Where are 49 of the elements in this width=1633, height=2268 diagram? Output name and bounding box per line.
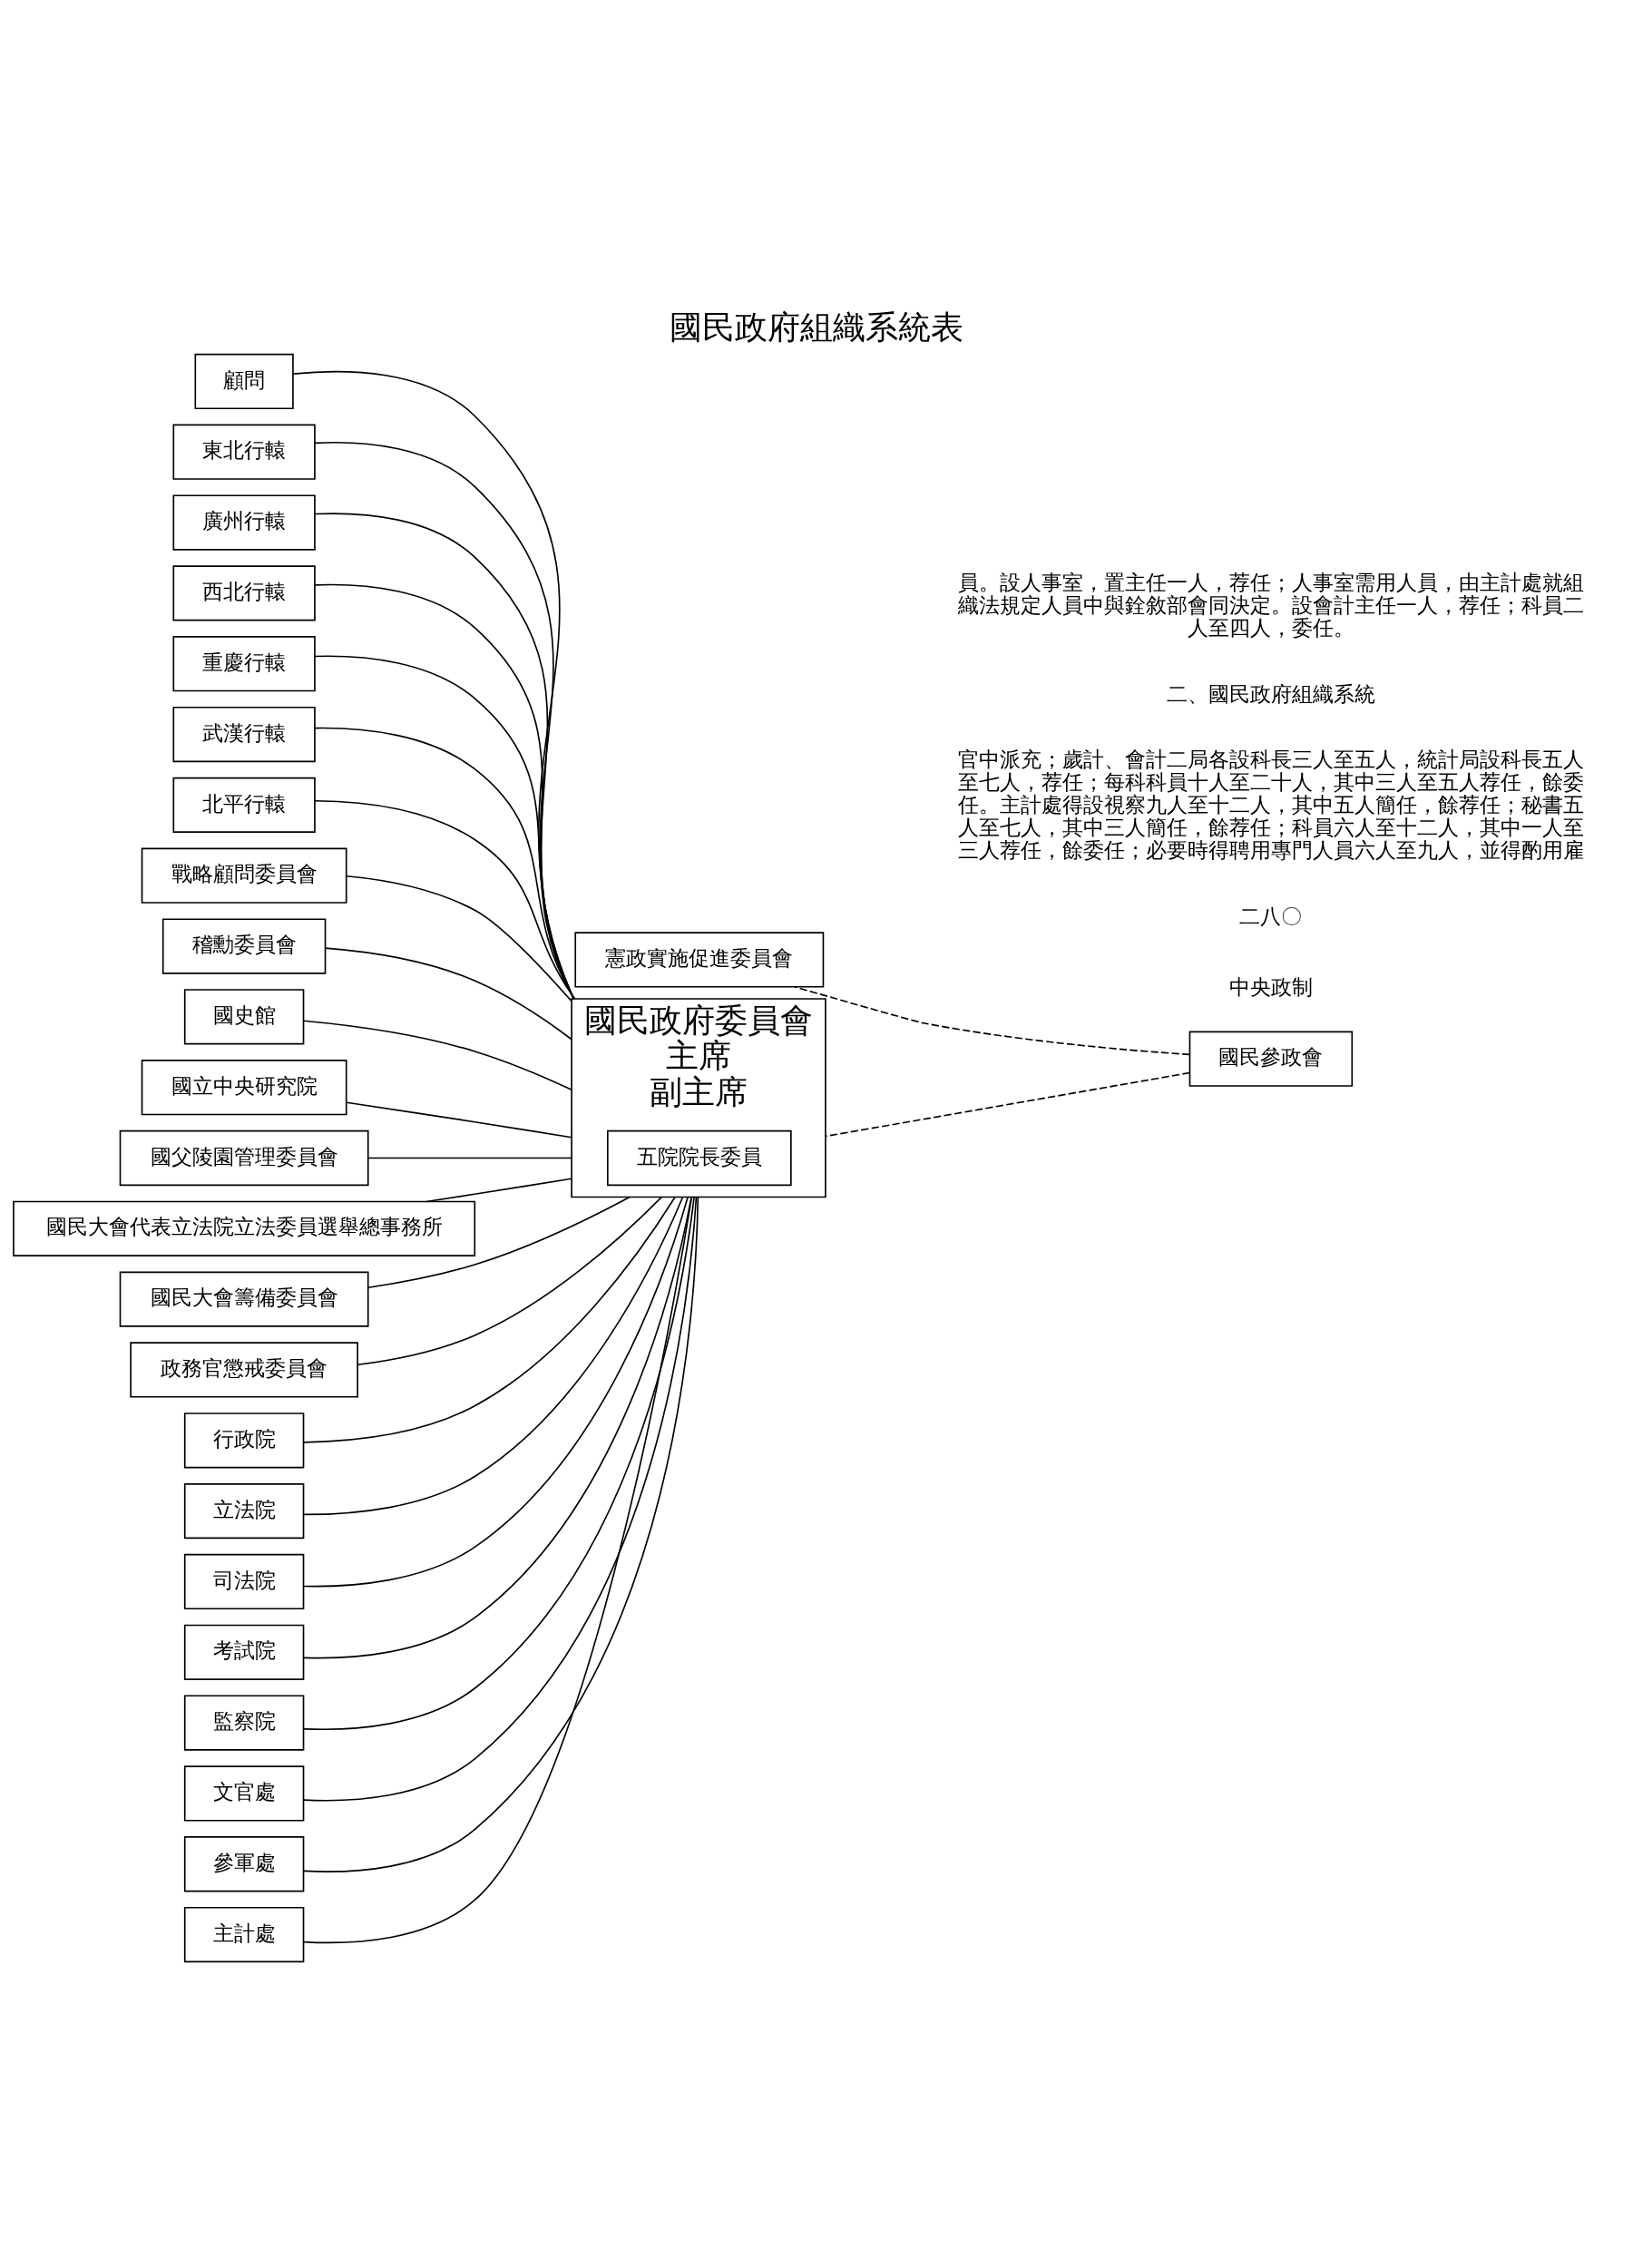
node-box: 重慶行轅	[172, 636, 316, 692]
node-box: 顧問	[194, 353, 294, 410]
node-box: 國立中央研究院	[141, 1060, 347, 1116]
node-box: 國民大會籌備委員會	[119, 1271, 369, 1327]
connector	[367, 1196, 631, 1289]
label: 中央政制	[1228, 973, 1313, 999]
node-box: 廣州行轅	[172, 494, 316, 551]
node-box: 監察院	[183, 1695, 305, 1751]
node-box: 北平行轅	[172, 777, 316, 833]
connector	[302, 1020, 572, 1091]
node-box: 主計處	[183, 1906, 305, 1963]
connector	[425, 1178, 572, 1203]
node-box: 東北行轅	[172, 424, 316, 480]
node-box: 國父陵園管理委員會	[119, 1129, 369, 1187]
connector	[303, 1196, 689, 1588]
node-box: 立法院	[183, 1483, 305, 1540]
node-box: 武漢行轅	[172, 706, 316, 763]
connector	[292, 370, 575, 1000]
node-box: 考試院	[183, 1624, 305, 1680]
connector	[346, 875, 572, 1002]
label: 二八〇	[1239, 903, 1303, 928]
diagram-title: 國民政府組織系統表	[670, 308, 963, 347]
node-box: 參軍處	[183, 1836, 305, 1892]
connector	[324, 947, 572, 1041]
node-box: 文官處	[183, 1765, 305, 1822]
node-box: 行政院	[183, 1413, 305, 1469]
connector	[367, 1157, 572, 1159]
connector	[314, 799, 576, 1000]
label: 官中派充；歲計、會計二局各設科長三人至五人，統計局設科長五人至七人，荐任；每科科員十人至二十人，其中三人至五人荐任，餘委任。主計處得設視察九人至十二人，其中五人簡任，餘荐任；秘書五人至七人，其中三人簡任，餘荐任；科員六人至十二人，其中一人至三人荐任，餘委任；必要時得聘用專門人員六人至九人，並得酌用雇	[957, 747, 1584, 862]
connector	[314, 727, 575, 1000]
node-box: 稽勳委員會	[161, 918, 327, 974]
node-box: 司法院	[183, 1553, 305, 1610]
connector	[825, 1071, 1191, 1138]
node-box: 五院院長委員	[607, 1129, 792, 1187]
node-box: 國史館	[183, 989, 305, 1045]
connector	[346, 1101, 572, 1139]
connector	[302, 1196, 676, 1443]
node-box: 政務官懲戒委員會	[130, 1342, 358, 1398]
node-box: 憲政實施促進委員會	[574, 932, 825, 988]
connector	[314, 655, 575, 1000]
label: 員。設人事室，置主任一人，荐任；人事室需用人員，由主計處就組織法規定人員中與銓敘部會同決定。設會計主任一人，荐任；科員二人至四人，委任。	[957, 570, 1584, 640]
connector	[302, 1196, 684, 1516]
connector	[794, 986, 1191, 1056]
node-box: 西北行轅	[172, 565, 316, 621]
connector	[357, 1196, 663, 1366]
label: 二、國民政府組織系統	[1166, 680, 1375, 706]
node-box: 國民參政會	[1188, 1031, 1354, 1087]
node-box: 戰略顧問委員會	[141, 847, 347, 904]
node-box: 國民大會代表立法院立法委員選舉總事務所	[13, 1200, 476, 1256]
